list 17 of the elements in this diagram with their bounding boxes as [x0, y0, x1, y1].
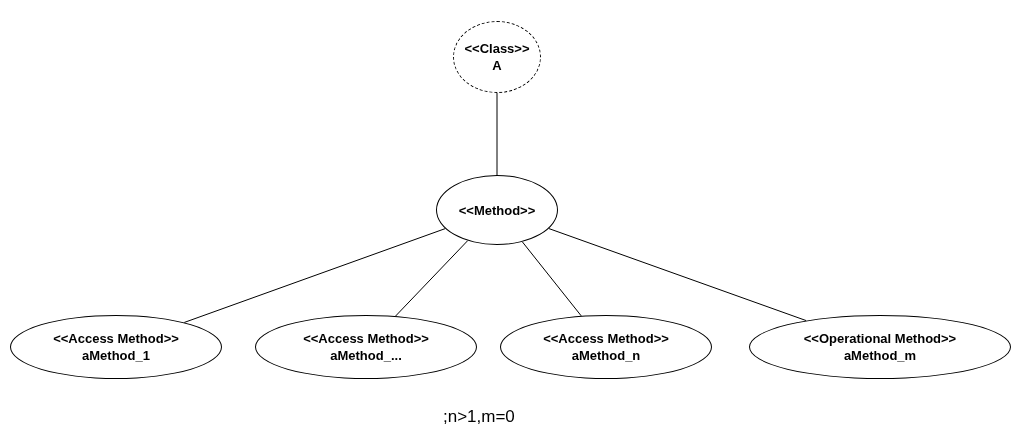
connector-line [521, 241, 582, 317]
stereotype-text: <<Access Method>> [303, 330, 429, 347]
stereotype-text: <<Class>> [464, 40, 530, 57]
connector-line [183, 228, 446, 323]
connector-line [395, 240, 469, 317]
name-text: aMethod_n [571, 347, 641, 364]
name-text: aMethod_m [843, 347, 917, 364]
name-text: A [492, 57, 502, 74]
connector-line [548, 228, 807, 322]
name-text: aMethod_... [330, 347, 402, 364]
name-text: aMethod_1 [82, 347, 150, 364]
stereotype-text: <<Method>> [458, 201, 536, 219]
constraint-note: ;n>1,m=0 [443, 406, 515, 428]
stereotype-text: <<Operational Method>> [803, 330, 957, 347]
stereotype-text: <<Access Method>> [543, 330, 669, 347]
connector-line [496, 92, 498, 176]
stereotype-text: <<Access Method>> [53, 330, 179, 347]
